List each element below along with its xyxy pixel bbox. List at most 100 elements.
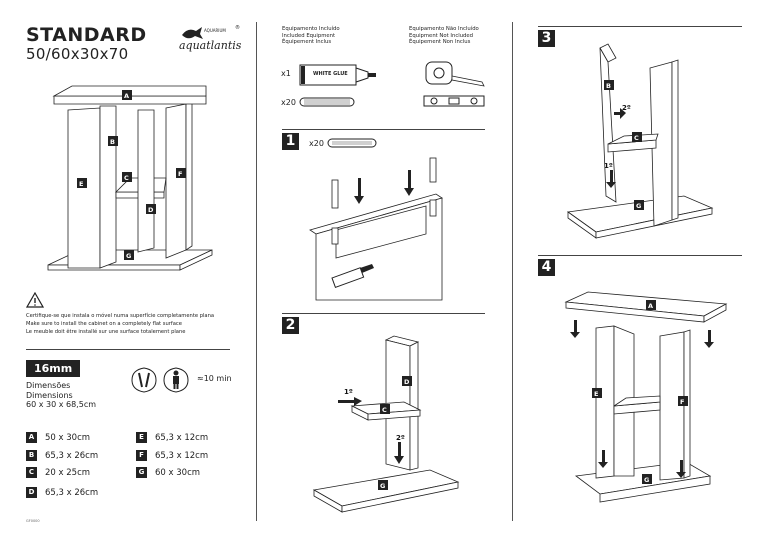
part-badge: A (26, 432, 37, 443)
part-a-row: A 50 x 30cm (26, 432, 90, 443)
glue-in-use-icon (331, 264, 374, 289)
tools-icons (131, 367, 189, 393)
part-size: 65,3 x 12cm (155, 450, 209, 461)
spirit-level-icon (423, 95, 485, 107)
step1-dowel-icon (327, 138, 377, 148)
brand-logo: AQUARIUM aquatlantis ® (178, 25, 242, 55)
page-title: STANDARD (26, 24, 147, 46)
part-badge: D (26, 487, 37, 498)
dowel-qty: x20 (281, 98, 296, 107)
glue-qty: x1 (281, 69, 291, 78)
part-b-row: B 65,3 x 26cm (26, 450, 98, 461)
part-label-markers: A B C E F D G (77, 90, 186, 260)
step1-rule (282, 129, 485, 130)
part-badge: C (26, 467, 37, 478)
step4-g-label: G (644, 476, 649, 484)
thickness-badge: 16mm (26, 360, 81, 377)
step-3-badge: 3 (538, 30, 555, 47)
step1-diagram (309, 157, 443, 301)
not-included-header: Equipamento Não Incluído Equipment Not I… (409, 26, 479, 46)
arrows (570, 320, 714, 478)
step3-rule (538, 26, 742, 27)
step3-diagram: B C G 2º 1º (566, 43, 714, 239)
not-included-en: Equipment Not Included (409, 32, 474, 39)
part-size: 60 x 30cm (155, 467, 201, 478)
included-en: Included Equipment (282, 32, 336, 39)
warning-pt: Certifique-se que instala o móvel numa s… (26, 313, 215, 319)
warning-fr: Le meuble doit être installé sur une sur… (26, 329, 186, 335)
included-fr: Équipement Inclus (282, 39, 332, 45)
divider (26, 349, 230, 350)
part-g-row: G 60 x 30cm (136, 467, 200, 478)
part-badge: B (26, 450, 37, 461)
part-size: 50 x 30cm (45, 432, 91, 443)
dimensions-pt: Dimensões (26, 381, 71, 390)
down-arrows (354, 170, 414, 204)
step-2-badge: 2 (282, 317, 299, 334)
part-marker-g (124, 250, 134, 260)
step3-g-label: G (636, 202, 641, 210)
step-1-badge: 1 (282, 133, 299, 150)
person-icon (173, 370, 179, 389)
tape-measure-icon (425, 61, 485, 87)
assembly-time: ≈10 min (197, 374, 232, 383)
footer-code: GF0000 (26, 519, 40, 523)
step2-diagram: D C G 1º 2º (312, 335, 460, 513)
arrows (338, 397, 404, 464)
brand-name: aquatlantis (179, 39, 242, 52)
part-marker-c-text: C (124, 174, 129, 182)
part-marker-a (122, 90, 132, 100)
part-d-row: D 65,3 x 26cm (26, 487, 98, 498)
step2-first: 1º (344, 388, 353, 396)
step3-second: 2º (622, 104, 631, 112)
step4-e-label: E (594, 390, 598, 398)
step4-rule (538, 255, 742, 256)
warning-text: Certifique-se que instala o móvel numa s… (26, 312, 214, 336)
part-size: 65,3 x 26cm (45, 450, 99, 461)
dimensions-block: Dimensões Dimensions 60 x 30 x 68,5cm (26, 381, 96, 410)
column-divider-2 (512, 22, 513, 521)
part-marker-f-text: F (178, 170, 182, 178)
step2-second: 2º (396, 434, 405, 442)
warning-icon (26, 292, 44, 308)
part-marker-e-text: E (79, 180, 83, 188)
step-4-badge: 4 (538, 259, 555, 276)
step4-a-label: A (648, 302, 653, 310)
screwdriver-icon (138, 372, 150, 388)
warning-en: Make sure to install the cabinet on a co… (26, 321, 182, 327)
part-marker-b-text: B (110, 138, 115, 146)
part-badge: G (136, 467, 147, 478)
not-included-fr: Équipement Non Inclus (409, 39, 471, 45)
part-marker-d (146, 204, 156, 214)
part-size: 65,3 x 26cm (45, 487, 99, 498)
part-marker-b (108, 136, 118, 146)
glue-bottle-icon (299, 64, 376, 86)
dimensions-en: Dimensions (26, 390, 73, 400)
step2-c-label: C (382, 406, 387, 414)
step3-first: 1º (604, 162, 613, 170)
part-marker-g-text: G (126, 252, 131, 260)
fish-icon (182, 27, 203, 39)
step1-qty: x20 (309, 139, 324, 148)
part-c-row: C 20 x 25cm (26, 467, 90, 478)
step2-rule (282, 313, 485, 314)
page-subtitle: 50/60x30x70 (26, 45, 129, 63)
dimensions-value: 60 x 30 x 68,5cm (26, 400, 97, 409)
step4-diagram: A E F G (564, 291, 728, 503)
step2-g-label: G (380, 482, 385, 490)
part-f-row: F 65,3 x 12cm (136, 450, 208, 461)
arrows (606, 108, 626, 188)
part-marker-c (122, 172, 132, 182)
dowel-icon (299, 97, 355, 107)
column-divider-1 (256, 22, 257, 521)
step3-b-label: B (606, 82, 611, 90)
part-badge: F (136, 450, 147, 461)
part-size: 20 x 25cm (45, 467, 91, 478)
brand-small: AQUARIUM (204, 28, 226, 33)
brand-mark: ® (235, 25, 240, 31)
included-pt: Equipamento Incluído (282, 26, 340, 32)
included-header: Equipamento Incluído Included Equipment … (282, 26, 340, 46)
part-marker-f (176, 168, 186, 178)
glue-label: WHITE GLUE (313, 71, 348, 77)
